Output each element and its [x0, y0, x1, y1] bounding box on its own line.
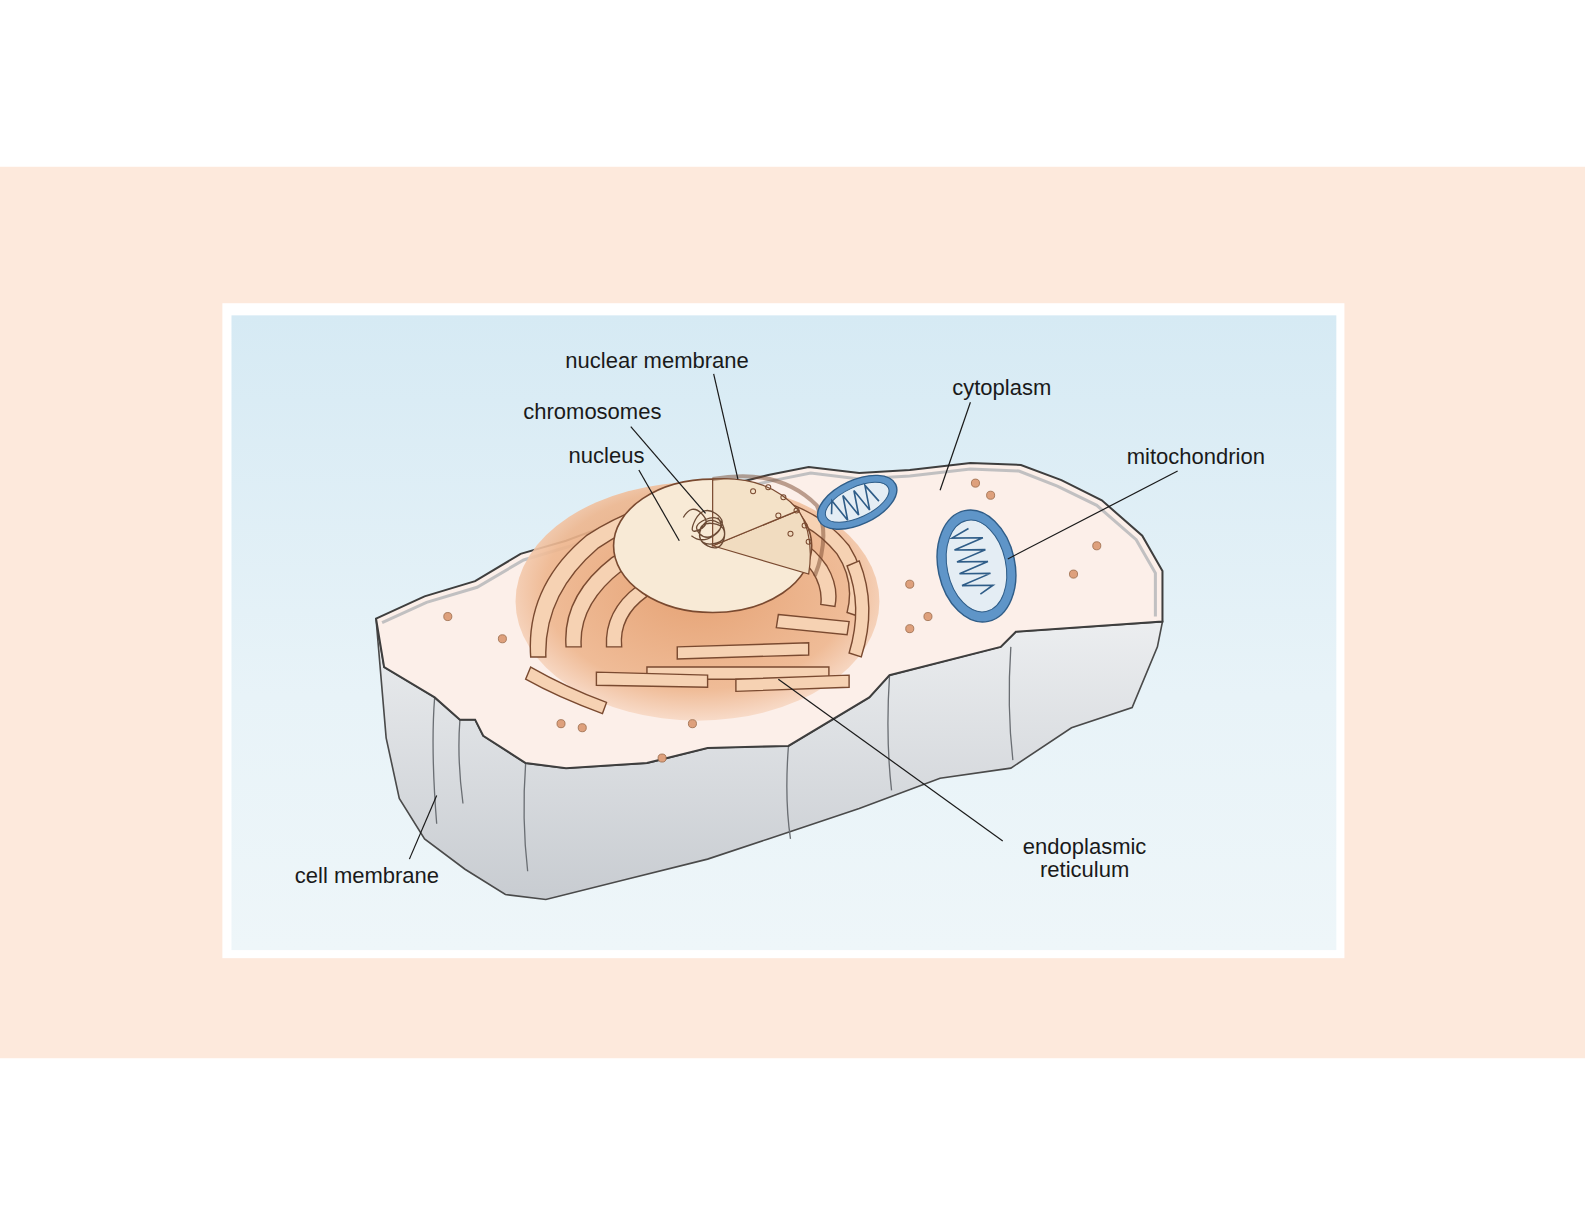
mitochondrion-small — [809, 464, 905, 540]
nucleus-body — [614, 479, 812, 612]
part-label: chromosomes — [523, 400, 661, 423]
page-band — [0, 167, 1585, 1058]
part-label: nucleus — [569, 443, 645, 466]
leader-lines — [409, 374, 1177, 859]
part-label: mitochondrion — [1127, 444, 1265, 467]
part-label: cell membrane — [295, 864, 439, 887]
panel-ground — [231, 315, 1336, 950]
mitochondrion-large — [927, 503, 1026, 630]
panel-frame — [222, 303, 1344, 958]
part-label: cytoplasm — [952, 376, 1051, 399]
membrane-rim — [382, 469, 1155, 623]
nucleus-cutaway — [713, 479, 799, 546]
part-label: nuclear membrane — [565, 348, 748, 371]
vesicles — [444, 479, 1101, 762]
part-label: endoplasmic reticulum — [1010, 835, 1160, 881]
cytoplasm-surface — [376, 463, 1162, 768]
nuclear-envelope — [713, 476, 824, 576]
nuclear-pores — [751, 485, 812, 545]
chromosome-tangle — [683, 509, 724, 548]
